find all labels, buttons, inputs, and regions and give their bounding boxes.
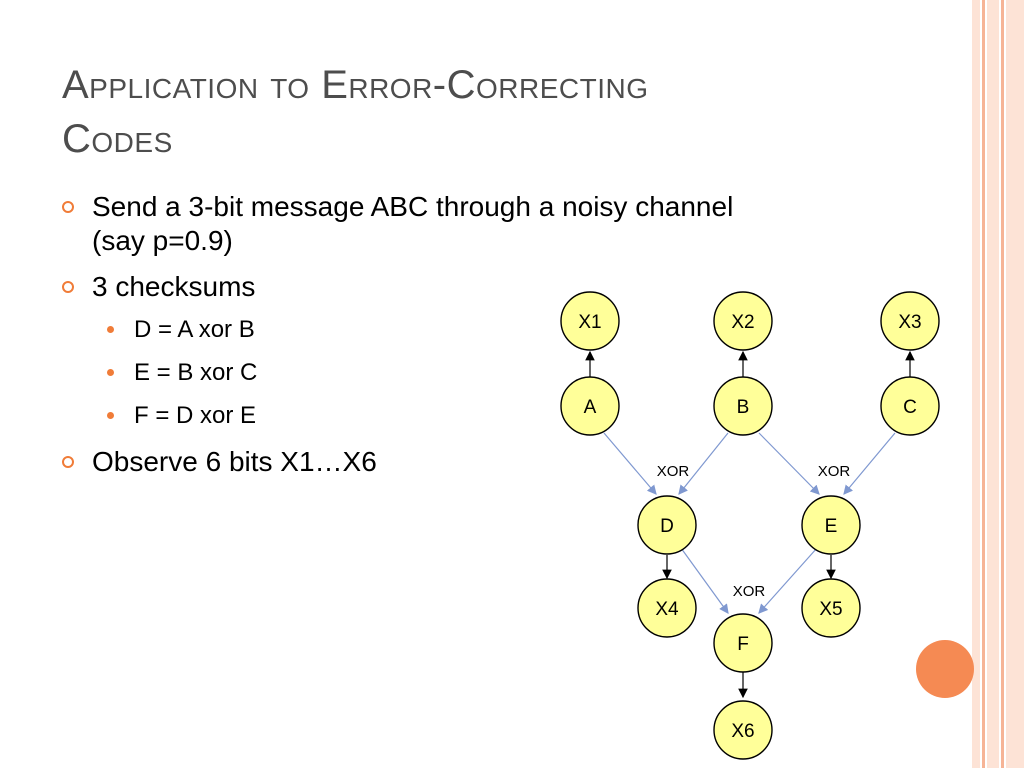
xor-label-d: XOR <box>657 463 690 480</box>
node-x4: X4 <box>637 578 697 638</box>
subbullet-marker <box>107 412 114 419</box>
title-line-2: Codes <box>62 117 173 161</box>
node-a-label: A <box>584 397 597 418</box>
edge-a-d <box>603 432 657 495</box>
edge-b-d <box>678 432 729 495</box>
xor-label-e: XOR <box>818 463 851 480</box>
edge-b-e <box>758 432 820 495</box>
subbullet-text: F = D xor E <box>134 402 257 429</box>
title-line-1: Application to Error-Correcting <box>62 63 649 107</box>
node-x5: X5 <box>801 578 861 638</box>
subbullet-marker <box>107 369 114 376</box>
bullet-text-line-1: Send a 3-bit message ABC through a noisy… <box>92 191 734 222</box>
bullet-marker <box>62 456 74 468</box>
subbullet-text: D = A xor B <box>134 316 255 343</box>
slide-title: Application to Error-Correcting Codes <box>62 58 822 166</box>
bullet-send-message: Send a 3-bit message ABC through a noisy… <box>62 190 902 258</box>
node-x6-label: X6 <box>731 721 754 742</box>
bullet-text-line-2: (say p=0.9) <box>92 225 233 256</box>
subbullet-e: E = B xor C <box>62 359 902 387</box>
bullet-marker <box>62 201 74 213</box>
xor-label-f: XOR <box>733 583 766 600</box>
subbullet-f: F = D xor E <box>62 402 902 430</box>
bullet-text: Observe 6 bits X1…X6 <box>92 446 377 477</box>
bullet-list: Send a 3-bit message ABC through a noisy… <box>62 190 902 491</box>
node-b-label: B <box>737 397 750 418</box>
node-b: B <box>713 376 773 436</box>
node-e-label: E <box>825 516 838 537</box>
node-x3-label: X3 <box>898 312 921 333</box>
subbullet-marker <box>107 326 114 333</box>
bullet-text: 3 checksums <box>92 271 256 302</box>
node-f: F <box>713 613 773 673</box>
node-c-label: C <box>903 397 917 418</box>
node-a: A <box>560 376 620 436</box>
node-x2-label: X2 <box>731 312 754 333</box>
node-f-label: F <box>737 634 749 655</box>
subbullet-text: E = B xor C <box>134 359 258 386</box>
node-x4-label: X4 <box>655 599 679 620</box>
node-x1-label: X1 <box>578 312 601 333</box>
subbullet-d: D = A xor B <box>62 316 902 344</box>
decorative-orange-circle <box>916 640 974 698</box>
edge-d-f <box>680 547 729 614</box>
node-x6: X6 <box>713 700 773 760</box>
bullet-marker <box>62 281 74 293</box>
node-x5-label: X5 <box>819 599 842 620</box>
node-e: E <box>801 495 861 555</box>
bullet-observe: Observe 6 bits X1…X6 <box>62 445 902 479</box>
edge-e-f <box>758 547 818 614</box>
node-x3: X3 <box>880 291 940 351</box>
node-d-label: D <box>660 516 674 537</box>
node-c: C <box>880 376 940 436</box>
edge-c-e <box>843 432 896 495</box>
node-x2: X2 <box>713 291 773 351</box>
node-d: D <box>637 495 697 555</box>
right-decorative-stripes <box>972 0 1024 768</box>
node-x1: X1 <box>560 291 620 351</box>
bullet-checksums: 3 checksums <box>62 270 902 304</box>
